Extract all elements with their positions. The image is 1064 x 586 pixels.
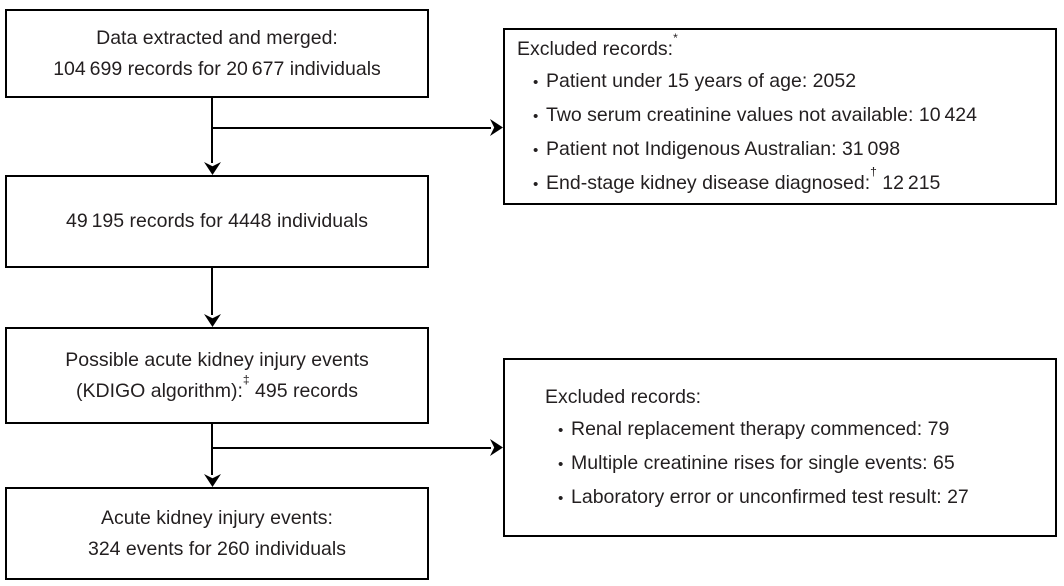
excluded-records-box-2: Excluded records: • Renal replacement the… <box>503 358 1057 537</box>
bullet-icon: • <box>558 455 564 473</box>
excluded-box-title: Excluded records:* <box>517 30 1047 65</box>
list-item: • Two serum creatinine values not availab… <box>517 99 1047 133</box>
list-item: • Multiple creatinine rises for single ev… <box>545 447 1047 481</box>
list-item-text: Two serum creatinine values not availabl… <box>546 103 977 126</box>
footnote-marker-dagger: † <box>870 164 877 179</box>
footnote-marker-asterisk: * <box>673 30 678 45</box>
list-item-text: End-stage kidney disease diagnosed: <box>546 171 871 194</box>
flow-box-aki-events: Acute kidney injury events: 324 events f… <box>5 487 429 580</box>
connector-line-to-excluded-1 <box>211 127 491 129</box>
excluded-items-list: • Renal replacement therapy commenced: 79… <box>545 413 1047 515</box>
list-item: • End-stage kidney disease diagnosed:† 12… <box>517 164 1047 201</box>
list-item-text: Laboratory error or unconfirmed test res… <box>571 485 969 508</box>
flow-box-line: Possible acute kidney injury events <box>65 348 369 371</box>
flow-box-line: (KDIGO algorithm):‡ 495 records <box>76 372 358 407</box>
connector-line-box3-to-box4 <box>211 423 213 475</box>
connector-line-to-excluded-2 <box>211 447 491 449</box>
flow-box-line: 324 events for 260 individuals <box>87 537 346 560</box>
connector-line-box1-to-box2 <box>211 97 213 163</box>
list-item: • Laboratory error or unconfirmed test re… <box>545 481 1047 515</box>
list-item-text: Multiple creatinine rises for single eve… <box>571 451 955 474</box>
bullet-icon: • <box>533 141 539 159</box>
list-item: • Patient under 15 years of age: 2052 <box>517 65 1047 99</box>
bullet-icon: • <box>533 107 539 125</box>
bullet-icon: • <box>558 421 564 439</box>
flow-box-records-after-exclusion: 49 195 records for 4448 individuals <box>5 175 429 268</box>
list-item-text: Patient under 15 years of age: 2052 <box>546 69 857 92</box>
list-item-text: Renal replacement therapy commenced: 79 <box>571 417 950 440</box>
connector-line-box2-to-box3 <box>211 268 213 315</box>
list-item-value: 12 215 <box>876 171 941 194</box>
arrowhead-down-icon <box>204 162 221 175</box>
arrowhead-right-icon <box>490 119 503 136</box>
arrowhead-down-icon <box>204 314 221 327</box>
flow-box-line-text: (KDIGO algorithm): <box>76 379 243 402</box>
list-item-text: Patient not Indigenous Australian: 31 09… <box>546 137 901 160</box>
flow-box-possible-aki-events: Possible acute kidney injury events (KDI… <box>5 327 429 424</box>
bullet-icon: • <box>533 175 539 193</box>
flow-box-line: 49 195 records for 4448 individuals <box>65 210 368 232</box>
excluded-items-list: • Patient under 15 years of age: 2052 • Tw… <box>517 65 1047 201</box>
list-item: • Renal replacement therapy commenced: 79 <box>545 413 1047 447</box>
flow-box-data-extracted: Data extracted and merged: 104 699 recor… <box>5 9 429 98</box>
arrowhead-right-icon <box>490 439 503 456</box>
flow-box-line-text: 495 records <box>249 379 358 402</box>
footnote-marker-double-dagger: ‡ <box>242 372 250 387</box>
excluded-box-title-text: Excluded records: <box>517 37 674 60</box>
arrowhead-down-icon <box>204 474 221 487</box>
bullet-icon: • <box>558 489 564 507</box>
list-item: • Patient not Indigenous Australian: 31 0… <box>517 133 1047 167</box>
excluded-box-title: Excluded records: <box>545 381 1047 413</box>
flow-box-line: Acute kidney injury events: <box>101 506 333 529</box>
flow-box-line: 104 699 records for 20 677 individuals <box>53 57 381 80</box>
bullet-icon: • <box>533 73 539 91</box>
excluded-records-box-1: Excluded records:* • Patient under 15 yea… <box>503 28 1057 205</box>
excluded-box-title-text: Excluded records: <box>545 385 702 408</box>
flow-box-line: Data extracted and merged: <box>96 26 338 49</box>
